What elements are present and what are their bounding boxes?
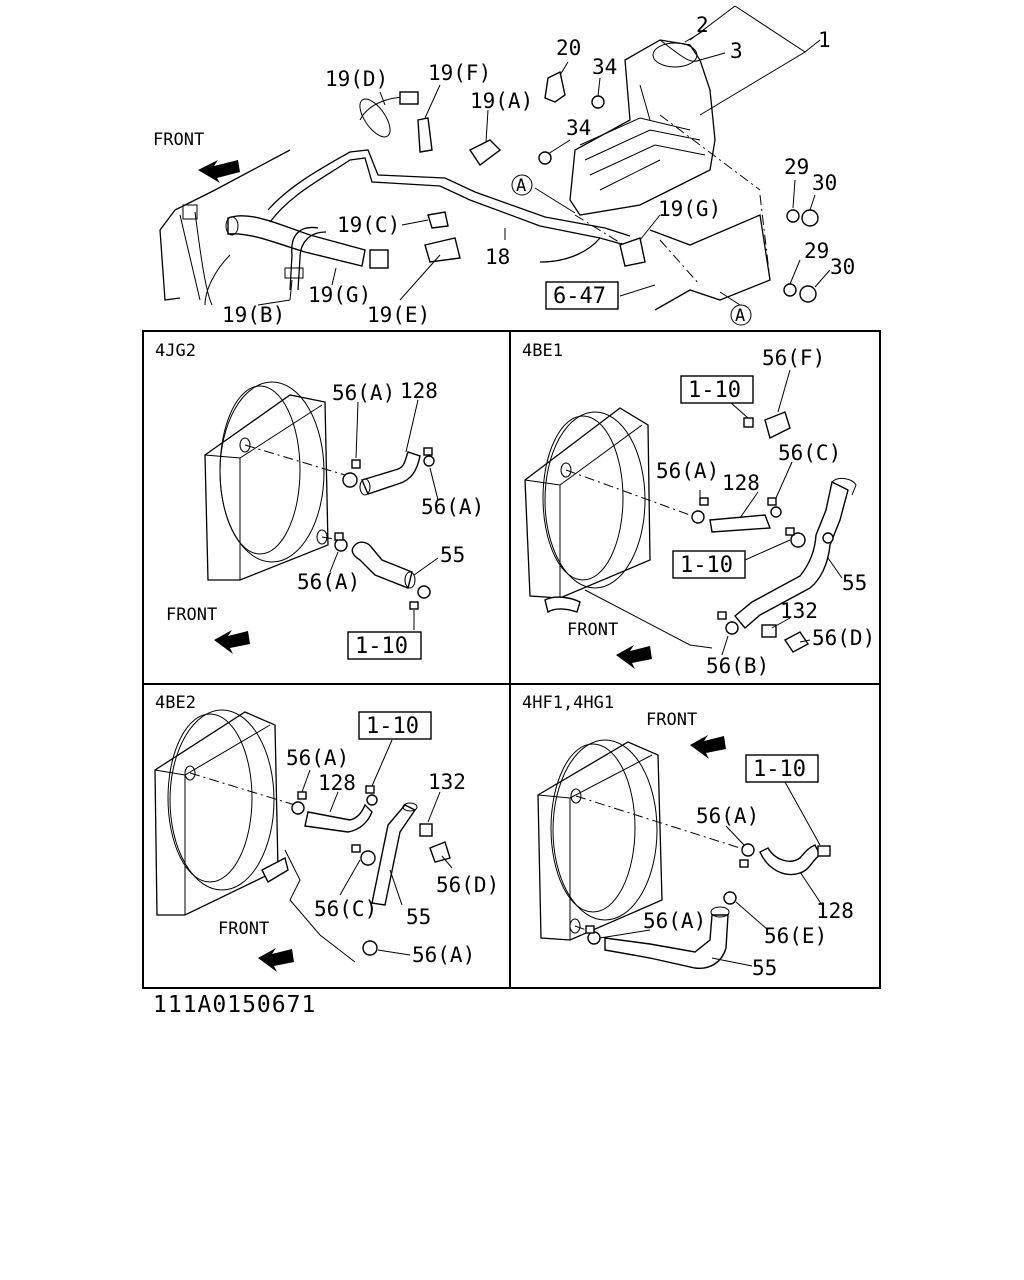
callout-29-lower: 29 bbox=[804, 239, 829, 263]
panel-4be1-callout-55: 55 bbox=[842, 571, 867, 595]
panel-4jg2-callout-56a-top: 56(A) bbox=[332, 381, 395, 405]
panel-4be2-callout-56a-top: 56(A) bbox=[286, 746, 349, 770]
front-label: FRONT bbox=[153, 130, 204, 150]
callout-3: 3 bbox=[730, 39, 743, 63]
panel-4jg2-title: 4JG2 bbox=[155, 341, 196, 361]
panel-4hf1-callout-56a-top: 56(A) bbox=[696, 804, 759, 828]
callout-1: 1 bbox=[818, 28, 831, 52]
top-assembly: FRONT 1 2 3 20 34 34 19(D) 19(F) 19(A bbox=[153, 5, 855, 327]
callout-19c: 19(C) bbox=[337, 213, 400, 237]
panel-4be2-callout-56a-bottom: 56(A) bbox=[412, 943, 475, 967]
panel-4be2-callout-128: 128 bbox=[318, 771, 356, 795]
panel-grid-frame bbox=[142, 330, 881, 989]
callout-2: 2 bbox=[696, 13, 709, 37]
callout-30-upper: 30 bbox=[812, 171, 837, 195]
panel-4be2-callout-56d: 56(D) bbox=[436, 873, 499, 897]
panel-4jg2-callout-55: 55 bbox=[440, 543, 465, 567]
front-arrow-icon bbox=[616, 645, 652, 669]
callout-30-lower: 30 bbox=[830, 255, 855, 279]
front-arrow-icon bbox=[214, 630, 250, 654]
panel-4jg2: 4JG2 FRONT 56(A) 128 bbox=[155, 341, 484, 660]
callout-19d: 19(D) bbox=[325, 67, 388, 91]
callout-19b: 19(B) bbox=[222, 303, 285, 327]
panel-4be1-front-label: FRONT bbox=[567, 620, 618, 640]
panel-4hf1-callout-128: 128 bbox=[816, 899, 854, 923]
panel-4hf1-front-label: FRONT bbox=[646, 710, 697, 730]
callout-34-lower: 34 bbox=[566, 116, 591, 140]
panel-4be1-callout-56d: 56(D) bbox=[812, 626, 875, 650]
callout-19f: 19(F) bbox=[428, 61, 491, 85]
panel-4be1: 4BE1 FRONT bbox=[522, 341, 875, 678]
panel-4be2-callout-55: 55 bbox=[406, 905, 431, 929]
panel-4be1-ref-box-lower bbox=[672, 550, 746, 579]
front-arrow-icon bbox=[198, 160, 240, 183]
panel-4be1-ref-box-lower-label: 1-10 bbox=[680, 553, 733, 578]
panel-4be2-title: 4BE2 bbox=[155, 693, 196, 713]
front-arrow-icon bbox=[690, 735, 726, 759]
marker-a-upper-label: A bbox=[516, 176, 526, 196]
panel-4hf1-callout-56e: 56(E) bbox=[764, 924, 827, 948]
panel-4be2-front-label: FRONT bbox=[218, 919, 269, 939]
panel-4be1-callout-56f: 56(F) bbox=[762, 346, 825, 370]
panel-4be1-ref-box-upper-label: 1-10 bbox=[688, 378, 741, 403]
panel-4hf1-title: 4HF1,4HG1 bbox=[522, 693, 614, 713]
panel-4jg2-front-label: FRONT bbox=[166, 605, 217, 625]
front-arrow-icon bbox=[258, 948, 294, 972]
diagram-code: 111A0150671 bbox=[153, 992, 316, 1018]
panel-4be2-ref-box-label: 1-10 bbox=[366, 714, 419, 739]
panel-4be2-callout-132: 132 bbox=[428, 770, 466, 794]
panel-4jg2-callout-128: 128 bbox=[400, 379, 438, 403]
panel-4be1-callout-132: 132 bbox=[780, 599, 818, 623]
panel-4jg2-callout-56a-right: 56(A) bbox=[421, 495, 484, 519]
callout-19g-top: 19(G) bbox=[658, 197, 721, 221]
callout-19g-bottom: 19(G) bbox=[308, 283, 371, 307]
callout-20: 20 bbox=[556, 36, 581, 60]
panel-4hf1-4hg1: 4HF1,4HG1 FRONT 56(A) 128 56(A) 56( bbox=[522, 693, 854, 980]
panel-4be1-title: 4BE1 bbox=[522, 341, 563, 361]
panel-4jg2-ref-box bbox=[347, 631, 422, 660]
panel-4hf1-ref-box-label: 1-10 bbox=[753, 757, 806, 782]
marker-a-lower-label: A bbox=[735, 306, 745, 326]
ref-box-6-47-label: 6-47 bbox=[553, 284, 606, 309]
panel-4be1-callout-56a: 56(A) bbox=[656, 459, 719, 483]
panel-4jg2-callout-56a-bottom: 56(A) bbox=[297, 570, 360, 594]
panel-4jg2-ref-box-label: 1-10 bbox=[355, 634, 408, 659]
panel-4be1-ref-box-upper bbox=[680, 375, 754, 404]
panel-4be1-callout-56b: 56(B) bbox=[706, 654, 769, 678]
panel-4hf1-ref-box bbox=[745, 754, 819, 783]
callout-34-upper: 34 bbox=[592, 55, 617, 79]
panel-4be2-ref-box bbox=[358, 711, 432, 740]
panel-4be2: 4BE2 FRONT 56(A) 1 bbox=[154, 693, 499, 972]
marker-a-upper bbox=[511, 174, 533, 196]
ref-box-6-47 bbox=[545, 281, 619, 310]
marker-a-lower bbox=[730, 304, 752, 326]
callout-29-upper: 29 bbox=[784, 155, 809, 179]
callout-19a: 19(A) bbox=[470, 89, 533, 113]
panel-4be2-callout-56c: 56(C) bbox=[314, 897, 377, 921]
panel-4hf1-callout-55: 55 bbox=[752, 956, 777, 980]
callout-18: 18 bbox=[485, 245, 510, 269]
panel-4hf1-callout-56a-bottom: 56(A) bbox=[643, 909, 706, 933]
panel-4be1-callout-56c: 56(C) bbox=[778, 441, 841, 465]
panel-4be1-callout-128: 128 bbox=[722, 471, 760, 495]
callout-19e: 19(E) bbox=[367, 303, 430, 327]
